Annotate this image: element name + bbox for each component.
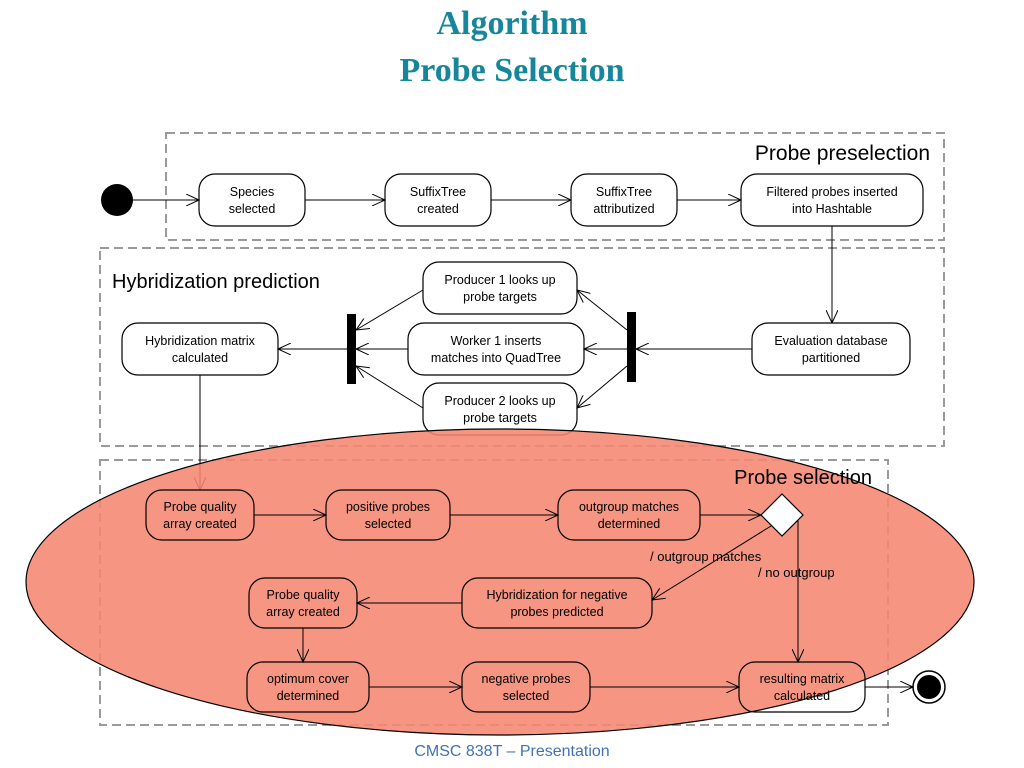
svg-text:negative probes: negative probes (482, 672, 571, 686)
node-optimum-cover: optimum cover determined (246, 661, 370, 713)
highlight-ellipse (25, 428, 975, 736)
end-node-inner (917, 675, 941, 699)
svg-text:Worker 1 inserts: Worker 1 inserts (451, 334, 542, 348)
join-bar (347, 314, 356, 384)
node-suffixtree-created: SuffixTree created (384, 173, 492, 227)
svg-text:Hybridization matrix: Hybridization matrix (145, 334, 256, 348)
svg-text:created: created (417, 202, 459, 216)
svg-text:into Hashtable: into Hashtable (792, 202, 872, 216)
svg-text:SuffixTree: SuffixTree (410, 185, 466, 199)
node-outgroup-matches: outgroup matches determined (557, 489, 701, 541)
node-hybridization-negative: Hybridization for negative probes predic… (461, 577, 653, 629)
svg-text:SuffixTree: SuffixTree (596, 185, 652, 199)
edge-fork-producer1 (577, 290, 628, 331)
svg-text:calculated: calculated (774, 689, 830, 703)
svg-text:matches into QuadTree: matches into QuadTree (431, 351, 561, 365)
node-worker-1: Worker 1 inserts matches into QuadTree (407, 322, 585, 376)
node-producer-1: Producer 1 looks up probe targets (422, 261, 578, 315)
node-probe-quality-array-2: Probe quality array created (248, 577, 358, 629)
svg-text:Probe quality: Probe quality (267, 588, 341, 602)
svg-text:selected: selected (229, 202, 276, 216)
guard-outgroup-matches: / outgroup matches (650, 549, 762, 564)
decision-diamond (760, 493, 804, 537)
footer-text: CMSC 838T – Presentation (414, 743, 610, 760)
fork-bar (627, 312, 636, 382)
svg-text:optimum cover: optimum cover (267, 672, 349, 686)
title-line-2: Probe Selection (399, 52, 625, 89)
svg-text:positive probes: positive probes (346, 500, 430, 514)
node-hybridization-matrix: Hybridization matrix calculated (121, 322, 279, 376)
svg-text:probe targets: probe targets (463, 290, 537, 304)
svg-text:selected: selected (365, 517, 412, 531)
guard-no-outgroup: / no outgroup (758, 565, 835, 580)
svg-text:Producer 2 looks up: Producer 2 looks up (444, 394, 555, 408)
svg-text:array created: array created (266, 605, 340, 619)
svg-text:resulting matrix: resulting matrix (760, 672, 845, 686)
node-probe-quality-array-1: Probe quality array created (145, 489, 255, 541)
svg-text:partitioned: partitioned (802, 351, 860, 365)
svg-text:Filtered probes inserted: Filtered probes inserted (766, 185, 897, 199)
svg-text:calculated: calculated (172, 351, 228, 365)
region-label-selection: Probe selection (734, 467, 872, 489)
svg-text:Probe quality: Probe quality (164, 500, 238, 514)
node-suffixtree-attributized: SuffixTree attributized (570, 173, 678, 227)
node-filtered-probes: Filtered probes inserted into Hashtable (740, 173, 924, 227)
svg-text:Hybridization for negative: Hybridization for negative (486, 588, 627, 602)
region-label-preselection: Probe preselection (755, 142, 930, 165)
node-eval-db: Evaluation database partitioned (751, 322, 911, 376)
svg-text:determined: determined (277, 689, 340, 703)
node-negative-probes: negative probes selected (461, 661, 591, 713)
svg-text:array created: array created (163, 517, 237, 531)
edge-decision-hybnegative (652, 525, 772, 600)
edge-fork-producer2 (577, 365, 628, 408)
region-preselection (165, 132, 945, 241)
start-node (101, 184, 133, 216)
svg-text:determined: determined (598, 517, 661, 531)
node-producer-2: Producer 2 looks up probe targets (422, 382, 578, 436)
title-line-1: Algorithm (436, 5, 588, 42)
svg-text:Evaluation database: Evaluation database (774, 334, 887, 348)
svg-text:Producer 1 looks up: Producer 1 looks up (444, 273, 555, 287)
svg-text:Species: Species (230, 185, 274, 199)
node-species-selected: Species selected (198, 173, 306, 227)
svg-text:outgroup matches: outgroup matches (579, 500, 679, 514)
svg-text:probe targets: probe targets (463, 411, 537, 425)
svg-text:probes predicted: probes predicted (510, 605, 603, 619)
edge-producer2-join (356, 366, 424, 409)
region-label-hybridization: Hybridization prediction (112, 271, 320, 293)
svg-text:selected: selected (503, 689, 550, 703)
edge-producer1-join (356, 289, 424, 330)
svg-text:attributized: attributized (593, 202, 654, 216)
